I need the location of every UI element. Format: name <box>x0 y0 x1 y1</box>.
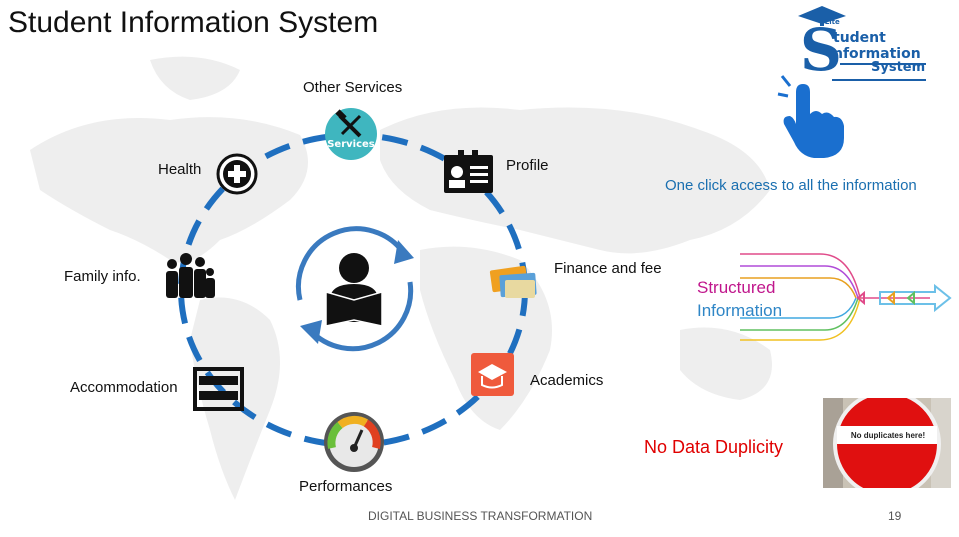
no-duplicates-sign-photo <box>823 398 951 488</box>
id-card-icon <box>444 150 493 193</box>
label-profile: Profile <box>506 157 549 174</box>
structured-line2: Information <box>697 301 783 320</box>
slide-title: Student Information System <box>8 6 379 39</box>
label-accommodation: Accommodation <box>70 379 178 396</box>
logo-line2: nformation <box>833 46 921 62</box>
bed-icon <box>193 367 244 411</box>
label-academics: Academics <box>530 372 604 389</box>
label-family-info: Family info. <box>64 268 141 285</box>
graduation-cap-icon <box>471 353 514 396</box>
one-click-access-text: One click access to all the information <box>665 177 917 194</box>
structured-line1: Structured <box>697 278 776 297</box>
label-finance-and-fee: Finance and fee <box>554 260 662 277</box>
speedometer-icon <box>324 412 384 472</box>
services-icon <box>325 108 377 160</box>
sign-text: No duplicates here! <box>850 431 926 440</box>
structured-information-text: Structured Information <box>697 276 782 322</box>
footer-text: DIGITAL BUSINESS TRANSFORMATION <box>368 509 593 523</box>
page-number: 19 <box>888 509 902 523</box>
label-health: Health <box>158 161 202 178</box>
svg-text:S: S <box>800 16 842 82</box>
structured-arrows-graphic <box>740 253 952 341</box>
logo-cap-text: eLite <box>820 18 840 26</box>
credit-cards-icon <box>489 265 537 298</box>
no-data-duplicity-text: No Data Duplicity <box>644 437 784 457</box>
logo-line1: tudent <box>833 30 886 46</box>
logo-line3: System <box>871 60 926 75</box>
label-other-services: Other Services <box>303 79 403 96</box>
student-reading-icon <box>295 226 414 352</box>
services-badge-text: Services <box>327 139 375 150</box>
label-performances: Performances <box>299 478 393 495</box>
medical-plus-icon <box>216 153 258 195</box>
hand-pointer-icon <box>777 75 844 158</box>
sis-logo: S <box>798 6 926 82</box>
family-icon <box>166 253 215 298</box>
